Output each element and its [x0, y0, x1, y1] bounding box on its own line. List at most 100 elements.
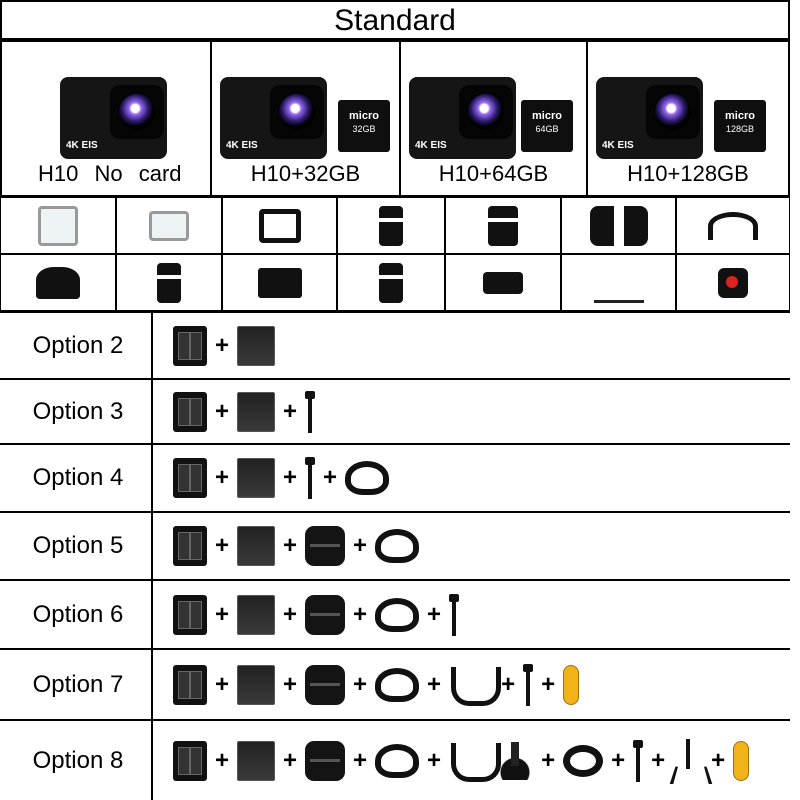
option-row[interactable]: Option 7 + + + + + + — [0, 648, 790, 719]
plus-sign: + — [353, 746, 368, 774]
accessory-cell — [116, 197, 222, 254]
tripod-icon — [673, 738, 703, 783]
camera-variant-label: H10+128GB — [627, 161, 749, 186]
action-camera-icon: 4K EIS — [60, 77, 167, 159]
battery-icon — [257, 267, 302, 298]
option-label: Option 5 — [5, 513, 153, 579]
accessory-cell — [676, 197, 790, 254]
plus-sign: + — [283, 532, 298, 559]
option-label: Option 4 — [5, 445, 153, 511]
camera-variant-32gb[interactable]: 4K EIS micro 32GB H10+32GB — [210, 40, 401, 197]
option-label: Option 8 — [5, 721, 153, 800]
camera-variant-128gb[interactable]: 4K EIS micro 128GB H10+128GB — [586, 40, 790, 197]
plus-sign: + — [427, 600, 442, 628]
floating-grip-icon — [563, 664, 580, 705]
plus-sign: + — [541, 746, 556, 774]
battery-icon — [237, 325, 276, 366]
plus-sign: + — [215, 331, 230, 359]
plus-sign: + — [215, 600, 230, 628]
suction-mount-icon — [497, 741, 534, 780]
sd-card-capacity: 64GB — [535, 124, 559, 134]
option-row[interactable]: Option 8 + + + + + + + + — [0, 719, 790, 800]
standard-accessories-grid — [0, 197, 790, 311]
plus-sign: + — [611, 746, 626, 774]
accessory-cell — [222, 254, 337, 311]
option-row[interactable]: Option 2 + — [0, 311, 790, 378]
option-row[interactable]: Option 5 + + + — [0, 511, 790, 579]
lens-icon — [646, 85, 700, 139]
dual-charger-icon — [173, 664, 207, 705]
velcro-straps-icon — [589, 205, 648, 246]
option-items: + + + + — [155, 581, 460, 648]
battery-icon — [237, 594, 276, 635]
accessory-cell — [445, 197, 561, 254]
option-label: Option 3 — [5, 380, 153, 443]
j-mount-icon — [379, 262, 403, 303]
sd-card-brand: micro — [725, 110, 755, 122]
plus-sign: + — [353, 670, 368, 698]
camera-variant-64gb[interactable]: 4K EIS micro 64GB H10+64GB — [399, 40, 588, 197]
camera-variant-label: H10+32GB — [250, 161, 361, 186]
camera-badge: 4K EIS — [66, 140, 98, 151]
plus-sign: + — [427, 746, 442, 774]
plus-sign: + — [215, 397, 230, 425]
selfie-stick-icon — [523, 663, 534, 706]
dual-charger-icon — [173, 594, 207, 635]
dual-charger-icon — [173, 391, 207, 432]
action-camera-icon: 4K EIS — [409, 77, 516, 159]
lens-icon — [270, 85, 324, 139]
option-items: + — [155, 313, 276, 378]
battery-icon — [237, 664, 276, 705]
extension-arm-icon — [483, 271, 523, 294]
accessory-cell — [337, 197, 445, 254]
option-row[interactable]: Option 4 + + + — [0, 443, 790, 511]
page-title: Standard — [0, 0, 790, 40]
option-label: Option 6 — [5, 581, 153, 648]
head-strap-icon — [345, 461, 390, 495]
plus-sign: + — [501, 670, 516, 698]
floating-grip-icon — [733, 740, 750, 781]
handlebar-mount-icon — [708, 211, 758, 240]
accessory-cell — [0, 197, 116, 254]
plus-sign: + — [215, 532, 230, 559]
accessory-cell — [561, 254, 676, 311]
carry-case-icon — [305, 526, 346, 566]
option-items: + + + — [155, 445, 390, 511]
sd-card-brand: micro — [532, 110, 562, 122]
plus-sign: + — [215, 746, 230, 774]
option-row[interactable]: Option 6 + + + + — [0, 579, 790, 648]
accessory-cell — [337, 254, 445, 311]
plus-sign: + — [651, 746, 666, 774]
micro-sd-card-icon: micro 128GB — [714, 100, 766, 152]
camera-variant-no-card[interactable]: 4K EIS H10 No card — [0, 40, 212, 197]
plus-sign: + — [353, 532, 368, 559]
bundle-options-table: Option 2 + Option 3 + + Option 4 + — [0, 311, 800, 800]
dual-charger-icon — [173, 740, 207, 781]
option-row[interactable]: Option 3 + + — [0, 378, 790, 443]
accessory-cell — [0, 254, 116, 311]
accessory-cell — [222, 197, 337, 254]
plus-sign: + — [427, 670, 442, 698]
sd-card-brand: micro — [349, 110, 379, 122]
battery-icon — [237, 458, 276, 498]
plus-sign: + — [283, 670, 298, 698]
selfie-stick-icon — [305, 457, 316, 499]
camera-badge: 4K EIS — [602, 140, 634, 151]
option-items: + + + — [155, 513, 420, 579]
accessory-cell — [116, 254, 222, 311]
chest-strap-icon — [449, 743, 493, 779]
sd-card-capacity: 32GB — [352, 124, 376, 134]
plus-sign: + — [283, 464, 298, 491]
tripod-adapter-icon — [488, 205, 518, 246]
camera-variant-label: H10 No card — [38, 161, 182, 186]
head-strap-icon — [375, 529, 420, 563]
chest-strap-icon — [449, 667, 493, 703]
camera-variants-row: 4K EIS H10 No card 4K EIS micro 32GB H10… — [0, 40, 790, 197]
j-hook-mount-icon — [379, 205, 403, 246]
plus-sign: + — [283, 746, 298, 774]
carry-case-icon — [305, 740, 346, 781]
dual-charger-icon — [173, 325, 207, 366]
accessory-cell — [445, 254, 561, 311]
micro-sd-card-icon: micro 32GB — [338, 100, 390, 152]
